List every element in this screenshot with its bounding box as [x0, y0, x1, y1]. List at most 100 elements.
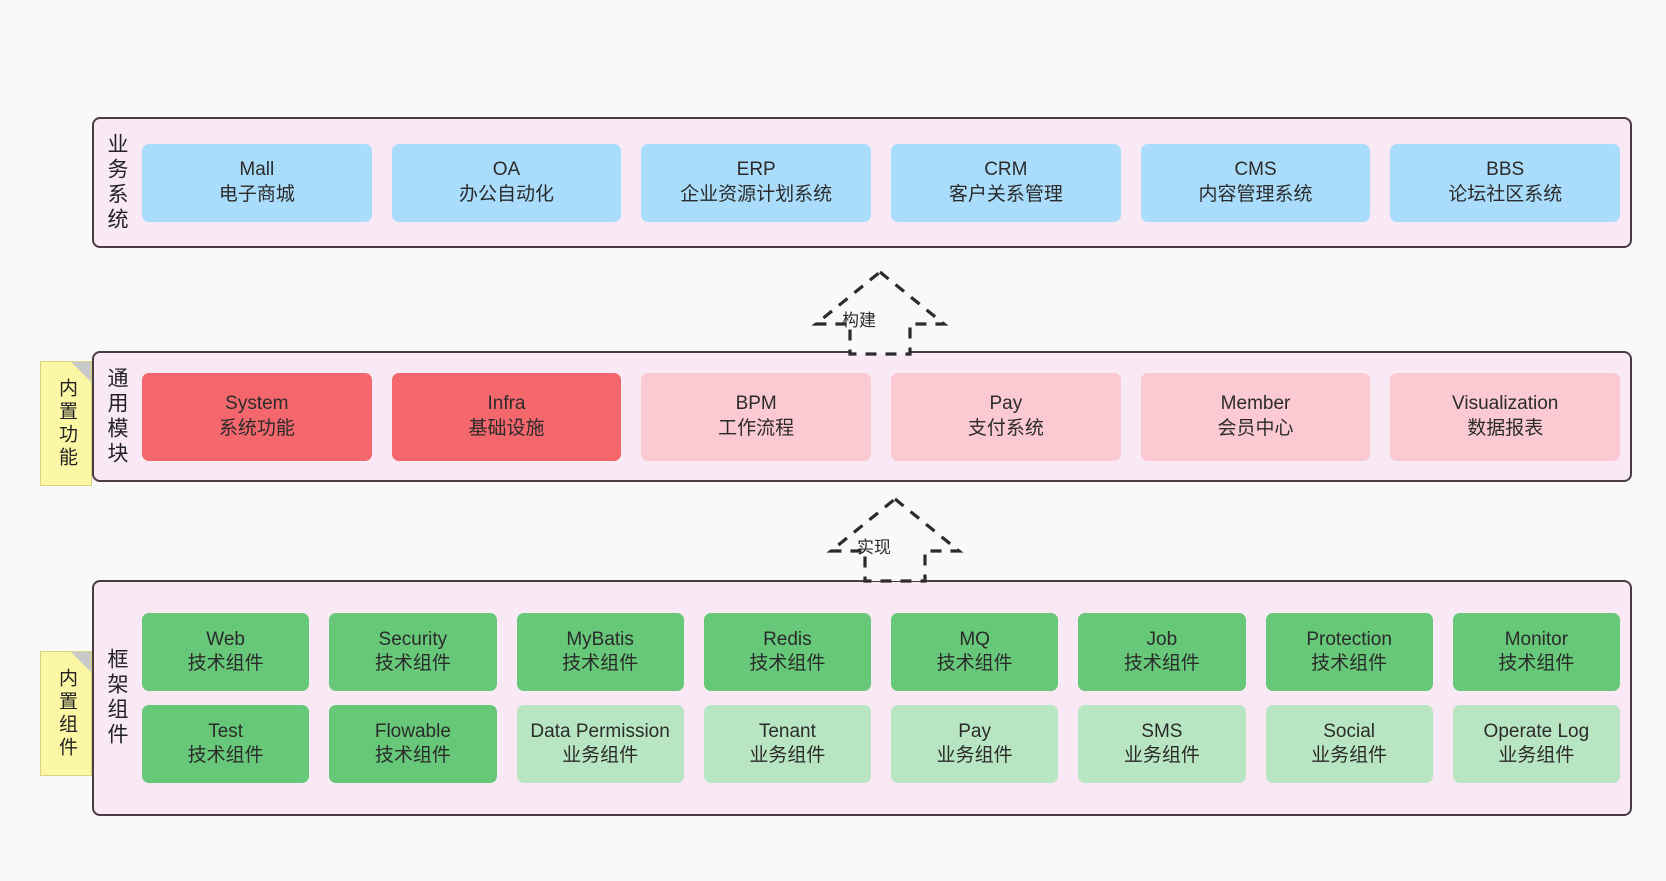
card-cms[interactable]: CMS 内容管理系统 — [1140, 143, 1371, 222]
card-infra[interactable]: Infra 基础设施 — [391, 372, 622, 461]
card-data-permission[interactable]: Data Permission 业务组件 — [516, 705, 684, 783]
card-subtitle: 技术组件 — [187, 653, 264, 674]
card-tenant[interactable]: Tenant 业务组件 — [703, 705, 871, 783]
card-title: MyBatis — [566, 628, 634, 650]
card-subtitle: 业务组件 — [562, 745, 639, 766]
card-operate-log[interactable]: Operate Log 业务组件 — [1452, 705, 1620, 783]
card-title: Flowable — [374, 720, 451, 742]
card-subtitle: 业务组件 — [1311, 745, 1388, 766]
card-mall[interactable]: Mall 电子商城 — [142, 143, 372, 222]
card-test[interactable]: Test 技术组件 — [142, 705, 310, 783]
note-label: 内置组件 — [55, 667, 77, 760]
card-title: Security — [378, 628, 448, 650]
connector-label-implement: 实现 — [857, 538, 891, 557]
layer-body-framework-components: Web 技术组件 Security 技术组件 MyBatis 技术组件 Redi… — [138, 582, 1630, 814]
card-title: Monitor — [1504, 628, 1569, 650]
card-redis[interactable]: Redis 技术组件 — [703, 613, 871, 691]
card-row: Test 技术组件 Flowable 技术组件 Data Permission … — [142, 705, 1620, 783]
card-subtitle: 客户关系管理 — [948, 183, 1063, 205]
card-title: Test — [208, 720, 244, 742]
card-flowable[interactable]: Flowable 技术组件 — [329, 705, 497, 783]
card-title: Job — [1146, 628, 1178, 650]
card-subtitle: 支付系统 — [967, 417, 1044, 439]
note-builtin-features: 内置功能 — [40, 361, 92, 486]
card-web[interactable]: Web 技术组件 — [142, 613, 310, 691]
layer-body-business-systems: Mall 电子商城 OA 办公自动化 ERP 企业资源计划系统 CRM 客户关系… — [138, 119, 1630, 246]
card-erp[interactable]: ERP 企业资源计划系统 — [641, 143, 872, 222]
card-bpm[interactable]: BPM 工作流程 — [641, 372, 872, 461]
card-subtitle: 技术组件 — [749, 653, 826, 674]
card-subtitle: 技术组件 — [1123, 653, 1200, 674]
card-row: Web 技术组件 Security 技术组件 MyBatis 技术组件 Redi… — [142, 613, 1620, 691]
card-title: System — [225, 393, 289, 415]
card-system[interactable]: System 系统功能 — [142, 372, 372, 461]
connector-label-build: 构建 — [842, 311, 876, 330]
card-subtitle: 论坛社区系统 — [1448, 183, 1563, 205]
card-title: Pay — [958, 720, 991, 742]
card-security[interactable]: Security 技术组件 — [329, 613, 497, 691]
card-title: ERP — [736, 159, 776, 181]
card-subtitle: 技术组件 — [1498, 653, 1575, 674]
card-bbs[interactable]: BBS 论坛社区系统 — [1390, 143, 1621, 222]
card-title: BBS — [1486, 159, 1525, 181]
layer-title-framework-components: 框架组件 — [105, 648, 129, 748]
card-title: Member — [1220, 393, 1291, 415]
card-subtitle: 业务组件 — [936, 745, 1013, 766]
card-title: Tenant — [758, 720, 816, 742]
card-title: OA — [492, 159, 521, 181]
generalization-arrow-icon — [811, 269, 949, 356]
card-subtitle: 业务组件 — [749, 745, 826, 766]
card-title: Web — [206, 628, 245, 650]
card-visualization[interactable]: Visualization 数据报表 — [1390, 372, 1621, 461]
layer-framework-components: 框架组件 Web 技术组件 Security 技术组件 MyBatis 技术组件… — [92, 580, 1632, 816]
card-title: Pay — [989, 393, 1023, 415]
card-subtitle: 技术组件 — [374, 653, 451, 674]
card-subtitle: 技术组件 — [1311, 653, 1388, 674]
card-subtitle: 会员中心 — [1217, 417, 1294, 439]
card-subtitle: 办公自动化 — [459, 183, 555, 205]
card-subtitle: 内容管理系统 — [1198, 183, 1313, 205]
card-row: System 系统功能 Infra 基础设施 BPM 工作流程 Pay 支付系统… — [142, 372, 1621, 461]
card-protection[interactable]: Protection 技术组件 — [1265, 613, 1433, 691]
card-subtitle: 业务组件 — [1123, 745, 1200, 766]
card-subtitle: 技术组件 — [562, 653, 639, 674]
card-monitor[interactable]: Monitor 技术组件 — [1452, 613, 1620, 691]
card-subtitle: 数据报表 — [1467, 417, 1544, 439]
card-crm[interactable]: CRM 客户关系管理 — [891, 143, 1121, 222]
generalization-arrow-icon — [826, 496, 964, 583]
page-fold-icon — [71, 652, 91, 672]
card-subtitle: 企业资源计划系统 — [680, 183, 833, 205]
card-title: Redis — [763, 628, 812, 650]
layer-body-common-modules: System 系统功能 Infra 基础设施 BPM 工作流程 Pay 支付系统… — [138, 353, 1630, 480]
card-job[interactable]: Job 技术组件 — [1078, 613, 1246, 691]
card-subtitle: 工作流程 — [718, 417, 795, 439]
card-title: CMS — [1234, 159, 1277, 181]
layer-title-common-modules: 通用模块 — [105, 366, 129, 467]
card-mybatis[interactable]: MyBatis 技术组件 — [516, 613, 684, 691]
card-subtitle: 基础设施 — [468, 417, 545, 439]
card-title: Infra — [487, 393, 526, 415]
card-title: Operate Log — [1483, 720, 1590, 742]
page-fold-icon — [71, 362, 91, 382]
card-pay-business[interactable]: Pay 业务组件 — [891, 705, 1059, 783]
layer-common-modules: 通用模块 System 系统功能 Infra 基础设施 BPM 工作流程 Pay… — [92, 351, 1632, 482]
card-social[interactable]: Social 业务组件 — [1265, 705, 1433, 783]
card-pay[interactable]: Pay 支付系统 — [891, 372, 1121, 461]
note-label: 内置功能 — [55, 377, 77, 470]
card-member[interactable]: Member 会员中心 — [1140, 372, 1371, 461]
connector-implement: 实现 — [815, 495, 975, 583]
note-builtin-components: 内置组件 — [40, 651, 92, 776]
card-title: Social — [1323, 720, 1375, 742]
card-mq[interactable]: MQ 技术组件 — [891, 613, 1059, 691]
card-oa[interactable]: OA 办公自动化 — [391, 143, 622, 222]
layer-title-business-systems: 业务系统 — [105, 132, 129, 233]
card-row: Mall 电子商城 OA 办公自动化 ERP 企业资源计划系统 CRM 客户关系… — [142, 143, 1621, 222]
card-subtitle: 技术组件 — [936, 653, 1013, 674]
card-sms[interactable]: SMS 业务组件 — [1078, 705, 1246, 783]
card-subtitle: 技术组件 — [374, 745, 451, 766]
card-title: MQ — [959, 628, 990, 650]
layer-business-systems: 业务系统 Mall 电子商城 OA 办公自动化 ERP 企业资源计划系统 CRM… — [92, 117, 1632, 248]
card-title: Visualization — [1452, 393, 1559, 415]
card-subtitle: 电子商城 — [218, 183, 295, 205]
